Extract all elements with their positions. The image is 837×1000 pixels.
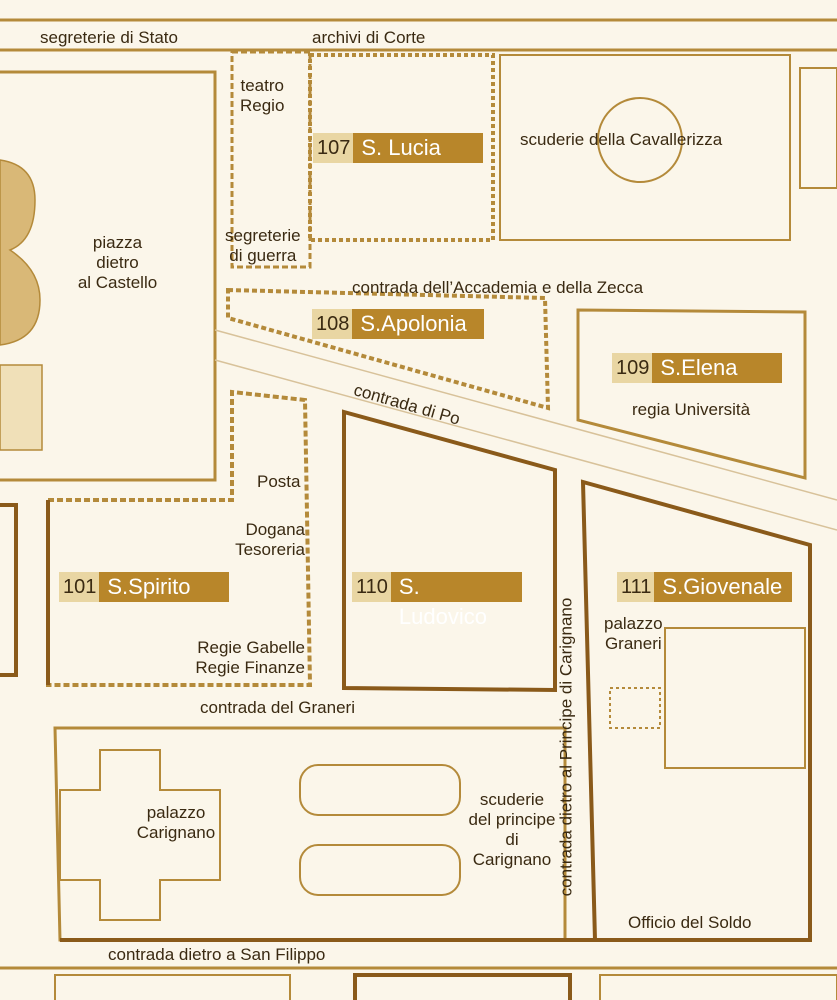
parish-number: 101 [59,572,100,602]
bottom-block-1 [54,974,291,1000]
label-dietro-san-filippo: contrada dietro a San Filippo [108,945,326,964]
parish-name: S.Apolonia [352,309,484,339]
block-piazza-castello [0,70,217,482]
block-san-giovenale [580,479,812,942]
label-palazzo-graneri: palazzo Graneri [604,614,663,653]
label-segreterie-stato: segreterie di Stato [40,28,178,47]
block-santa-apolonia [226,287,551,411]
label-scuderie-cavallerizza: scuderie della Cavallerizza [520,130,723,149]
label-palazzo-carignano: palazzo Carignano [136,803,216,842]
parish-number: 107 [313,133,354,163]
block-santa-lucia [308,53,495,242]
bottom-block-2 [353,973,572,1000]
palazzo-graneri-building [664,627,806,769]
label-dogana-tesoreria: Dogana Tesoreria [235,520,305,559]
block-east-top [799,67,837,189]
label-archivi-corte: archivi di Corte [312,28,426,47]
contrada-po-line-2 [214,359,837,531]
parish-number: 109 [612,353,653,383]
scuderie-carignano-court-1 [299,764,461,816]
label-segreterie-guerra: segreterie di guerra [225,226,301,265]
contrada-po-line-1 [214,329,837,501]
parish-badge-110[interactable]: 110 S. Ludovico [352,572,522,629]
parish-badge-101[interactable]: 101 S.Spirito [59,572,229,602]
cavallerizza-rotunda [597,97,683,183]
label-officio-soldo: Officio del Soldo [628,913,752,932]
parish-badge-109[interactable]: 109 S.Elena [612,353,782,383]
parish-badge-111[interactable]: 111 S.Giovenale [617,572,793,602]
parish-name: S.Elena [652,353,782,383]
label-teatro-regio: teatro Regio [240,76,285,115]
block-san-ludovico [342,409,557,693]
parish-name: S. Lucia [353,133,483,163]
label-scuderie-principe: scuderie del principe di Carignano [468,790,556,869]
palazzo-graneri-court [609,687,661,729]
scuderie-carignano-court-2 [299,844,461,896]
palazzo-carignano-outline [59,749,221,921]
label-accademia-zecca: contrada dell’Accademia e della Zecca [352,278,644,297]
block-west-edge [0,503,18,677]
parish-name: S.Spirito [99,572,229,602]
castello-garden-shape [0,159,41,346]
label-regie-gabelle: Regie Gabelle Regie Finanze [195,638,305,677]
parish-badge-108[interactable]: 108 S.Apolonia [312,309,484,339]
block-cavallerizza [499,54,791,241]
label-contrada-graneri: contrada del Graneri [200,698,355,717]
label-regia-universita: regia Università [632,400,751,419]
block-santa-elena [576,308,807,480]
label-posta: Posta [257,472,301,491]
parish-badge-107[interactable]: 107 S. Lucia [313,133,483,163]
parish-name: S.Giovenale [654,572,793,602]
bottom-block-3 [599,974,837,1000]
parish-number: 111 [617,572,655,602]
parish-number: 110 [352,572,391,602]
parish-number: 108 [312,309,353,339]
castello-pavilion [0,364,43,451]
label-piazza-castello: piazza dietro al Castello [77,233,158,292]
parish-name: S. Ludovico [390,572,522,629]
